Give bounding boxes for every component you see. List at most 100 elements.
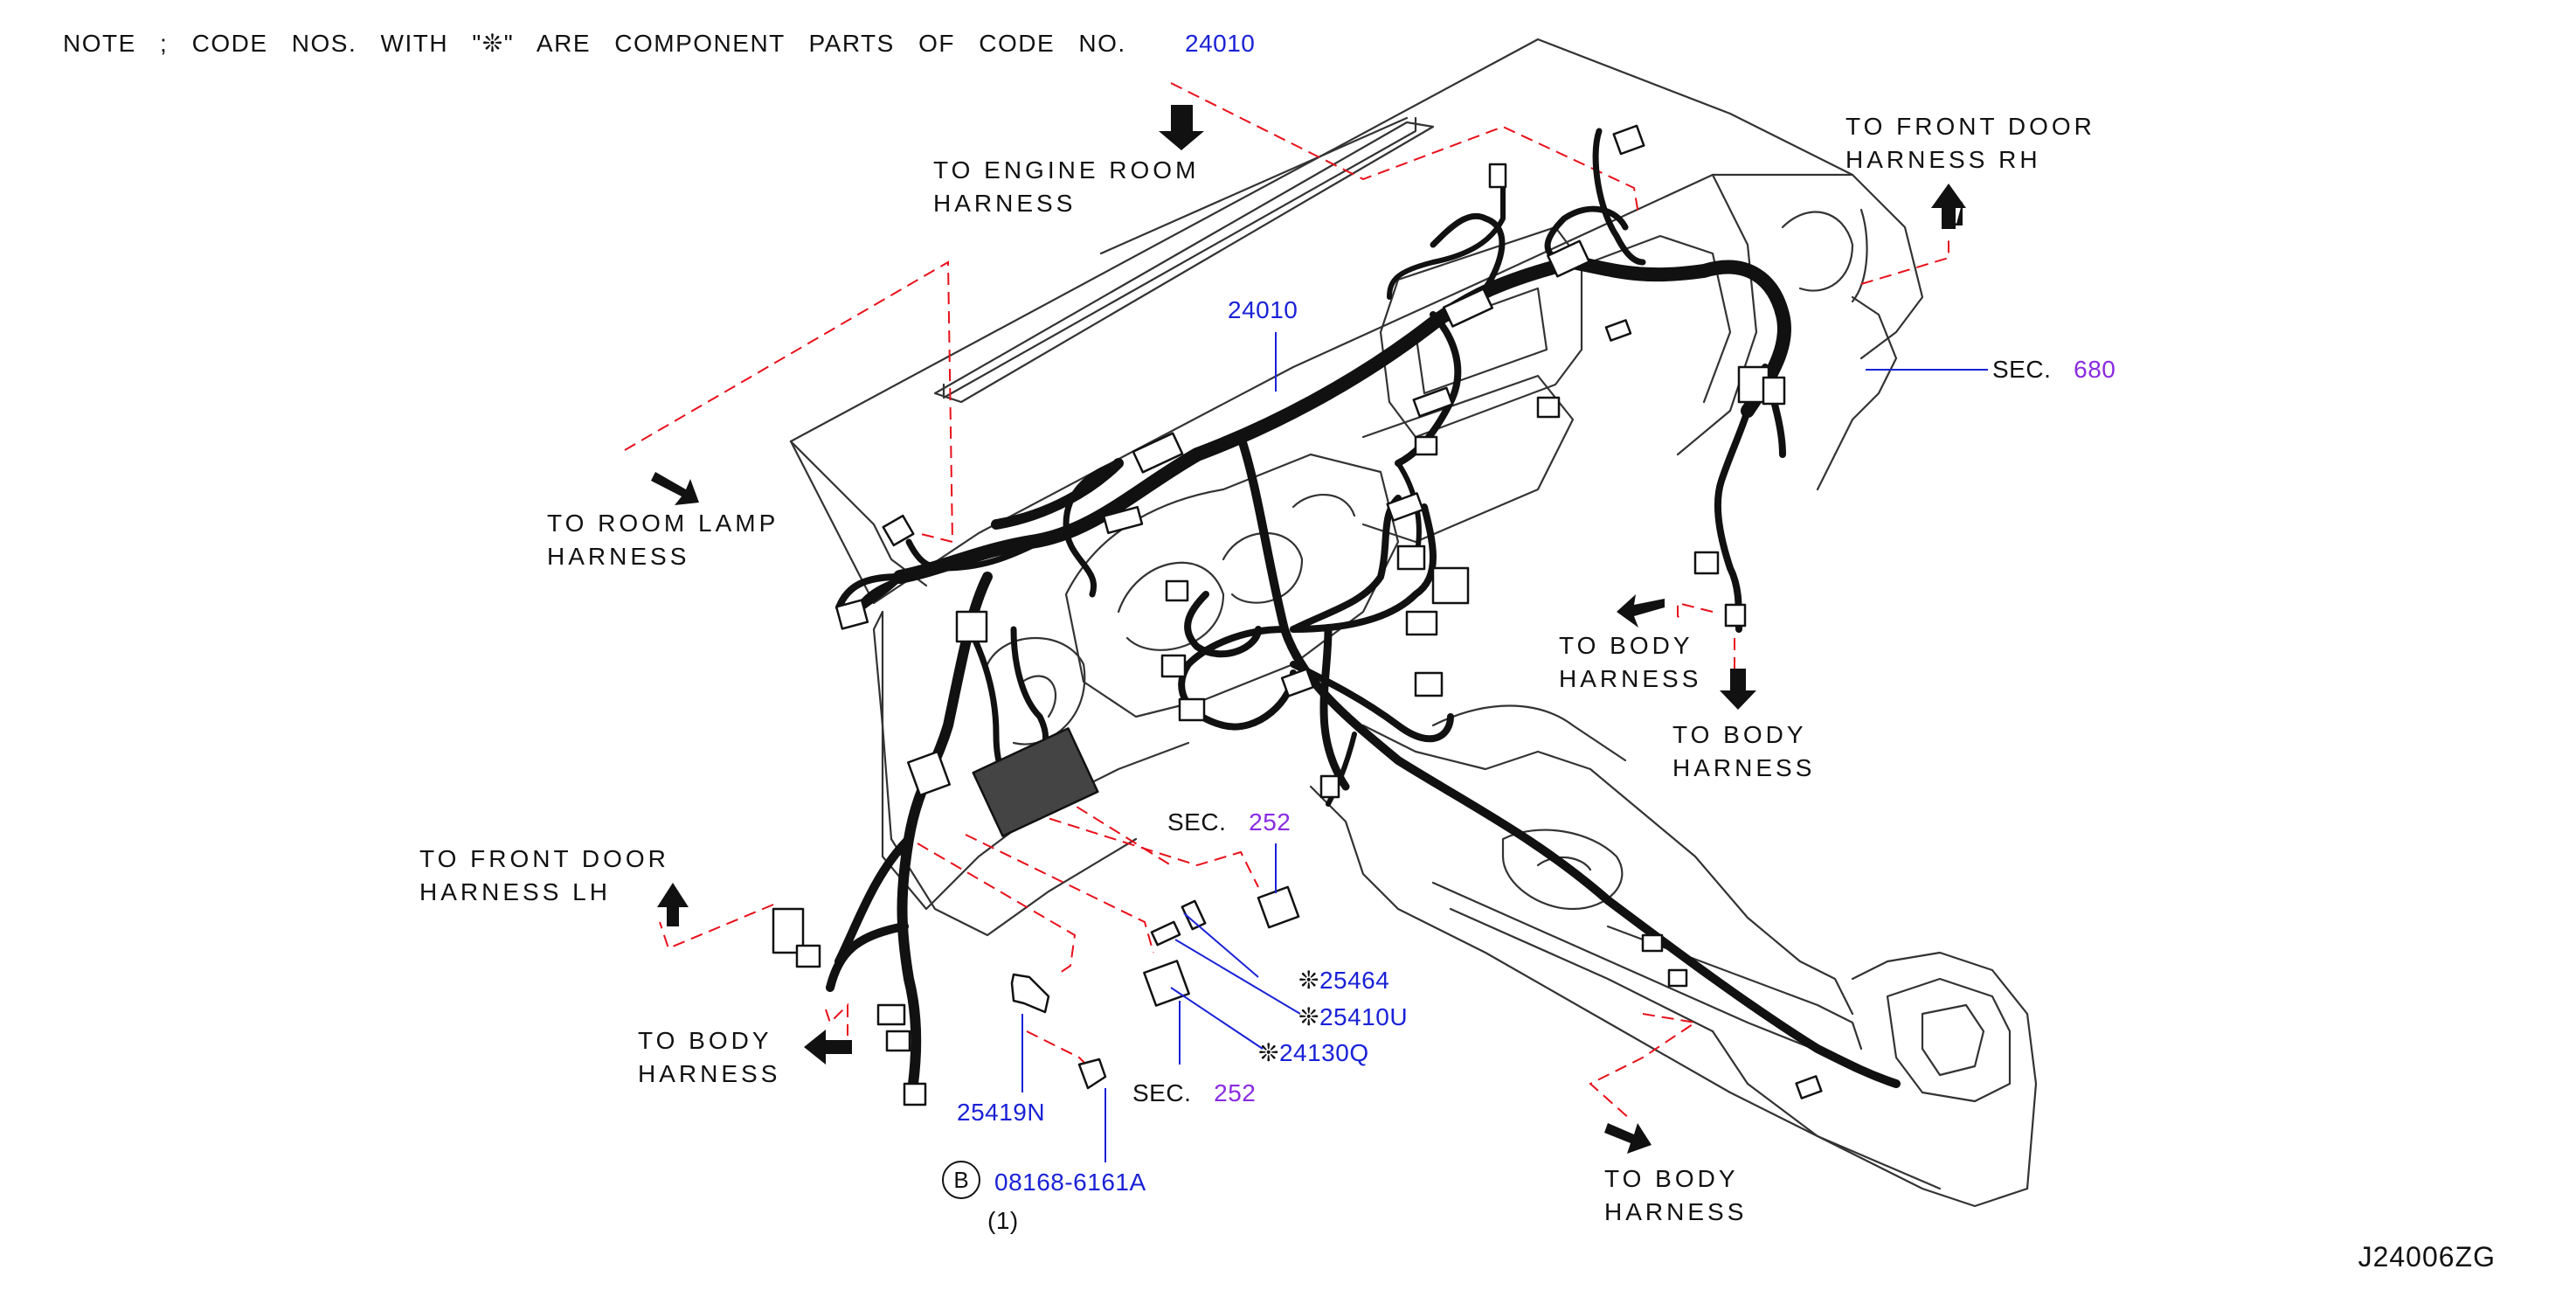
arrow-left-icon — [804, 1030, 852, 1065]
component-symbol-icon: ❊ — [1298, 1003, 1319, 1030]
bolt-callout-b: B — [942, 1161, 980, 1199]
arrow-down-icon — [1159, 105, 1204, 150]
label-front-door-harness-lh: TO FRONT DOOR HARNESS LH — [419, 843, 669, 909]
part-number: 25410U — [1319, 1003, 1409, 1030]
part-sec252-upper-connector — [1257, 885, 1300, 929]
connector — [1102, 505, 1144, 535]
part-25410U-relay — [1150, 920, 1181, 947]
connector — [1547, 239, 1590, 278]
connector — [955, 610, 988, 643]
arrow-up-icon — [657, 883, 689, 926]
connector — [1396, 544, 1426, 571]
label-line: HARNESS LH — [419, 878, 611, 905]
label-room-lamp-harness: TO ROOM LAMP HARNESS — [547, 507, 779, 573]
label-line: TO BODY — [1672, 721, 1807, 748]
part-24010-callout[interactable]: 24010 — [1228, 296, 1298, 323]
sec-prefix: SEC. — [1992, 356, 2052, 383]
note-code: 24010 — [1185, 30, 1256, 57]
sec-252-lower-callout[interactable]: SEC. 252 — [1132, 1077, 1256, 1110]
arrow-down-right-icon — [651, 472, 699, 505]
label-line: TO ROOM LAMP — [547, 510, 779, 537]
label-line: HARNESS — [547, 543, 690, 570]
connector — [1762, 376, 1786, 406]
part-bolt — [1077, 1058, 1107, 1090]
connector — [795, 944, 821, 968]
sec-prefix: SEC. — [1167, 808, 1227, 836]
label-body-harness-right-lower: TO BODY HARNESS — [1672, 718, 1815, 785]
component-symbol-icon: ❊ — [1298, 967, 1319, 994]
part-leader-lines — [1021, 332, 1988, 1162]
arrow-down-right-icon — [1604, 1123, 1652, 1154]
connector — [1414, 671, 1444, 697]
label-line: TO BODY — [638, 1027, 772, 1054]
connector — [876, 1003, 906, 1026]
connector — [1178, 697, 1206, 722]
label-line: TO BODY — [1604, 1165, 1739, 1192]
connector — [1488, 163, 1507, 189]
part-25410U-callout[interactable]: ❊25410U — [1298, 1001, 1408, 1034]
part-25419N-bracket — [1010, 973, 1050, 1014]
component-symbol-icon: ❊ — [481, 30, 504, 57]
sec-680-callout[interactable]: SEC. 680 — [1992, 353, 2116, 386]
component-symbol-icon: ❊ — [1258, 1039, 1279, 1066]
label-line: HARNESS — [638, 1060, 781, 1087]
label-line: HARNESS — [1604, 1198, 1748, 1225]
connector — [1604, 319, 1632, 342]
part-25464-callout[interactable]: ❊25464 — [1298, 964, 1389, 997]
arrow-left-icon — [1617, 594, 1665, 628]
label-line: TO BODY — [1559, 632, 1693, 659]
note-prefix: NOTE ; CODE NOS. WITH " — [63, 30, 482, 57]
label-body-harness-left: TO BODY HARNESS — [638, 1024, 780, 1091]
connector — [1612, 124, 1645, 156]
sec-number: 252 — [1214, 1079, 1257, 1106]
arrow-up-icon — [1931, 184, 1966, 229]
connector — [1414, 435, 1438, 456]
connector — [1132, 432, 1184, 474]
connector — [1443, 288, 1493, 328]
connector — [1724, 603, 1747, 628]
part-sec252-lower-connector — [1143, 960, 1190, 1007]
connector — [1386, 492, 1424, 522]
connector — [1280, 668, 1315, 697]
connector — [1160, 654, 1187, 678]
label-line: TO ENGINE ROOM — [933, 156, 1200, 184]
label-line: HARNESS — [1559, 665, 1702, 692]
label-line: TO FRONT DOOR — [1845, 113, 2095, 140]
connector — [882, 514, 915, 547]
connector — [1165, 579, 1189, 602]
sec-prefix: SEC. — [1132, 1079, 1192, 1106]
sec-number: 252 — [1249, 808, 1291, 836]
connector — [1405, 610, 1438, 636]
note-suffix: " ARE COMPONENT PARTS OF CODE NO. — [503, 30, 1126, 57]
part-25419N-callout[interactable]: 25419N — [957, 1099, 1046, 1126]
direction-arrows — [651, 105, 1966, 1154]
connector — [834, 599, 869, 630]
diagram-id: J24006ZG — [2358, 1241, 2496, 1273]
connector — [1431, 566, 1470, 605]
connector — [1412, 386, 1454, 418]
part-bolt-callout[interactable]: 08168-6161A — [994, 1169, 1146, 1196]
sec-252-upper-callout[interactable]: SEC. 252 — [1167, 806, 1291, 839]
connector — [1693, 551, 1720, 575]
dashboard-outline — [789, 38, 2038, 1208]
part-24130Q-callout[interactable]: ❊24130Q — [1258, 1037, 1369, 1070]
connector — [885, 1030, 911, 1052]
dashed-leader-lines — [624, 82, 1949, 1120]
note-line: NOTE ; CODE NOS. WITH "❊" ARE COMPONENT … — [63, 26, 1255, 61]
connector — [1795, 1075, 1823, 1099]
label-line: HARNESS — [1672, 754, 1816, 781]
connector — [1536, 396, 1561, 419]
label-body-harness-right: TO BODY HARNESS — [1559, 629, 1701, 696]
junction-block — [972, 727, 1099, 837]
connector — [1667, 968, 1688, 988]
part-number: 25464 — [1319, 967, 1390, 994]
label-line: HARNESS — [933, 190, 1077, 217]
label-engine-room-harness: TO ENGINE ROOM HARNESS — [933, 154, 1199, 220]
label-line: HARNESS RH — [1845, 146, 2041, 173]
connector — [1641, 933, 1664, 953]
arrow-down-icon — [1720, 669, 1756, 710]
label-line: TO FRONT DOOR — [419, 845, 669, 872]
connectors — [772, 124, 1823, 1106]
